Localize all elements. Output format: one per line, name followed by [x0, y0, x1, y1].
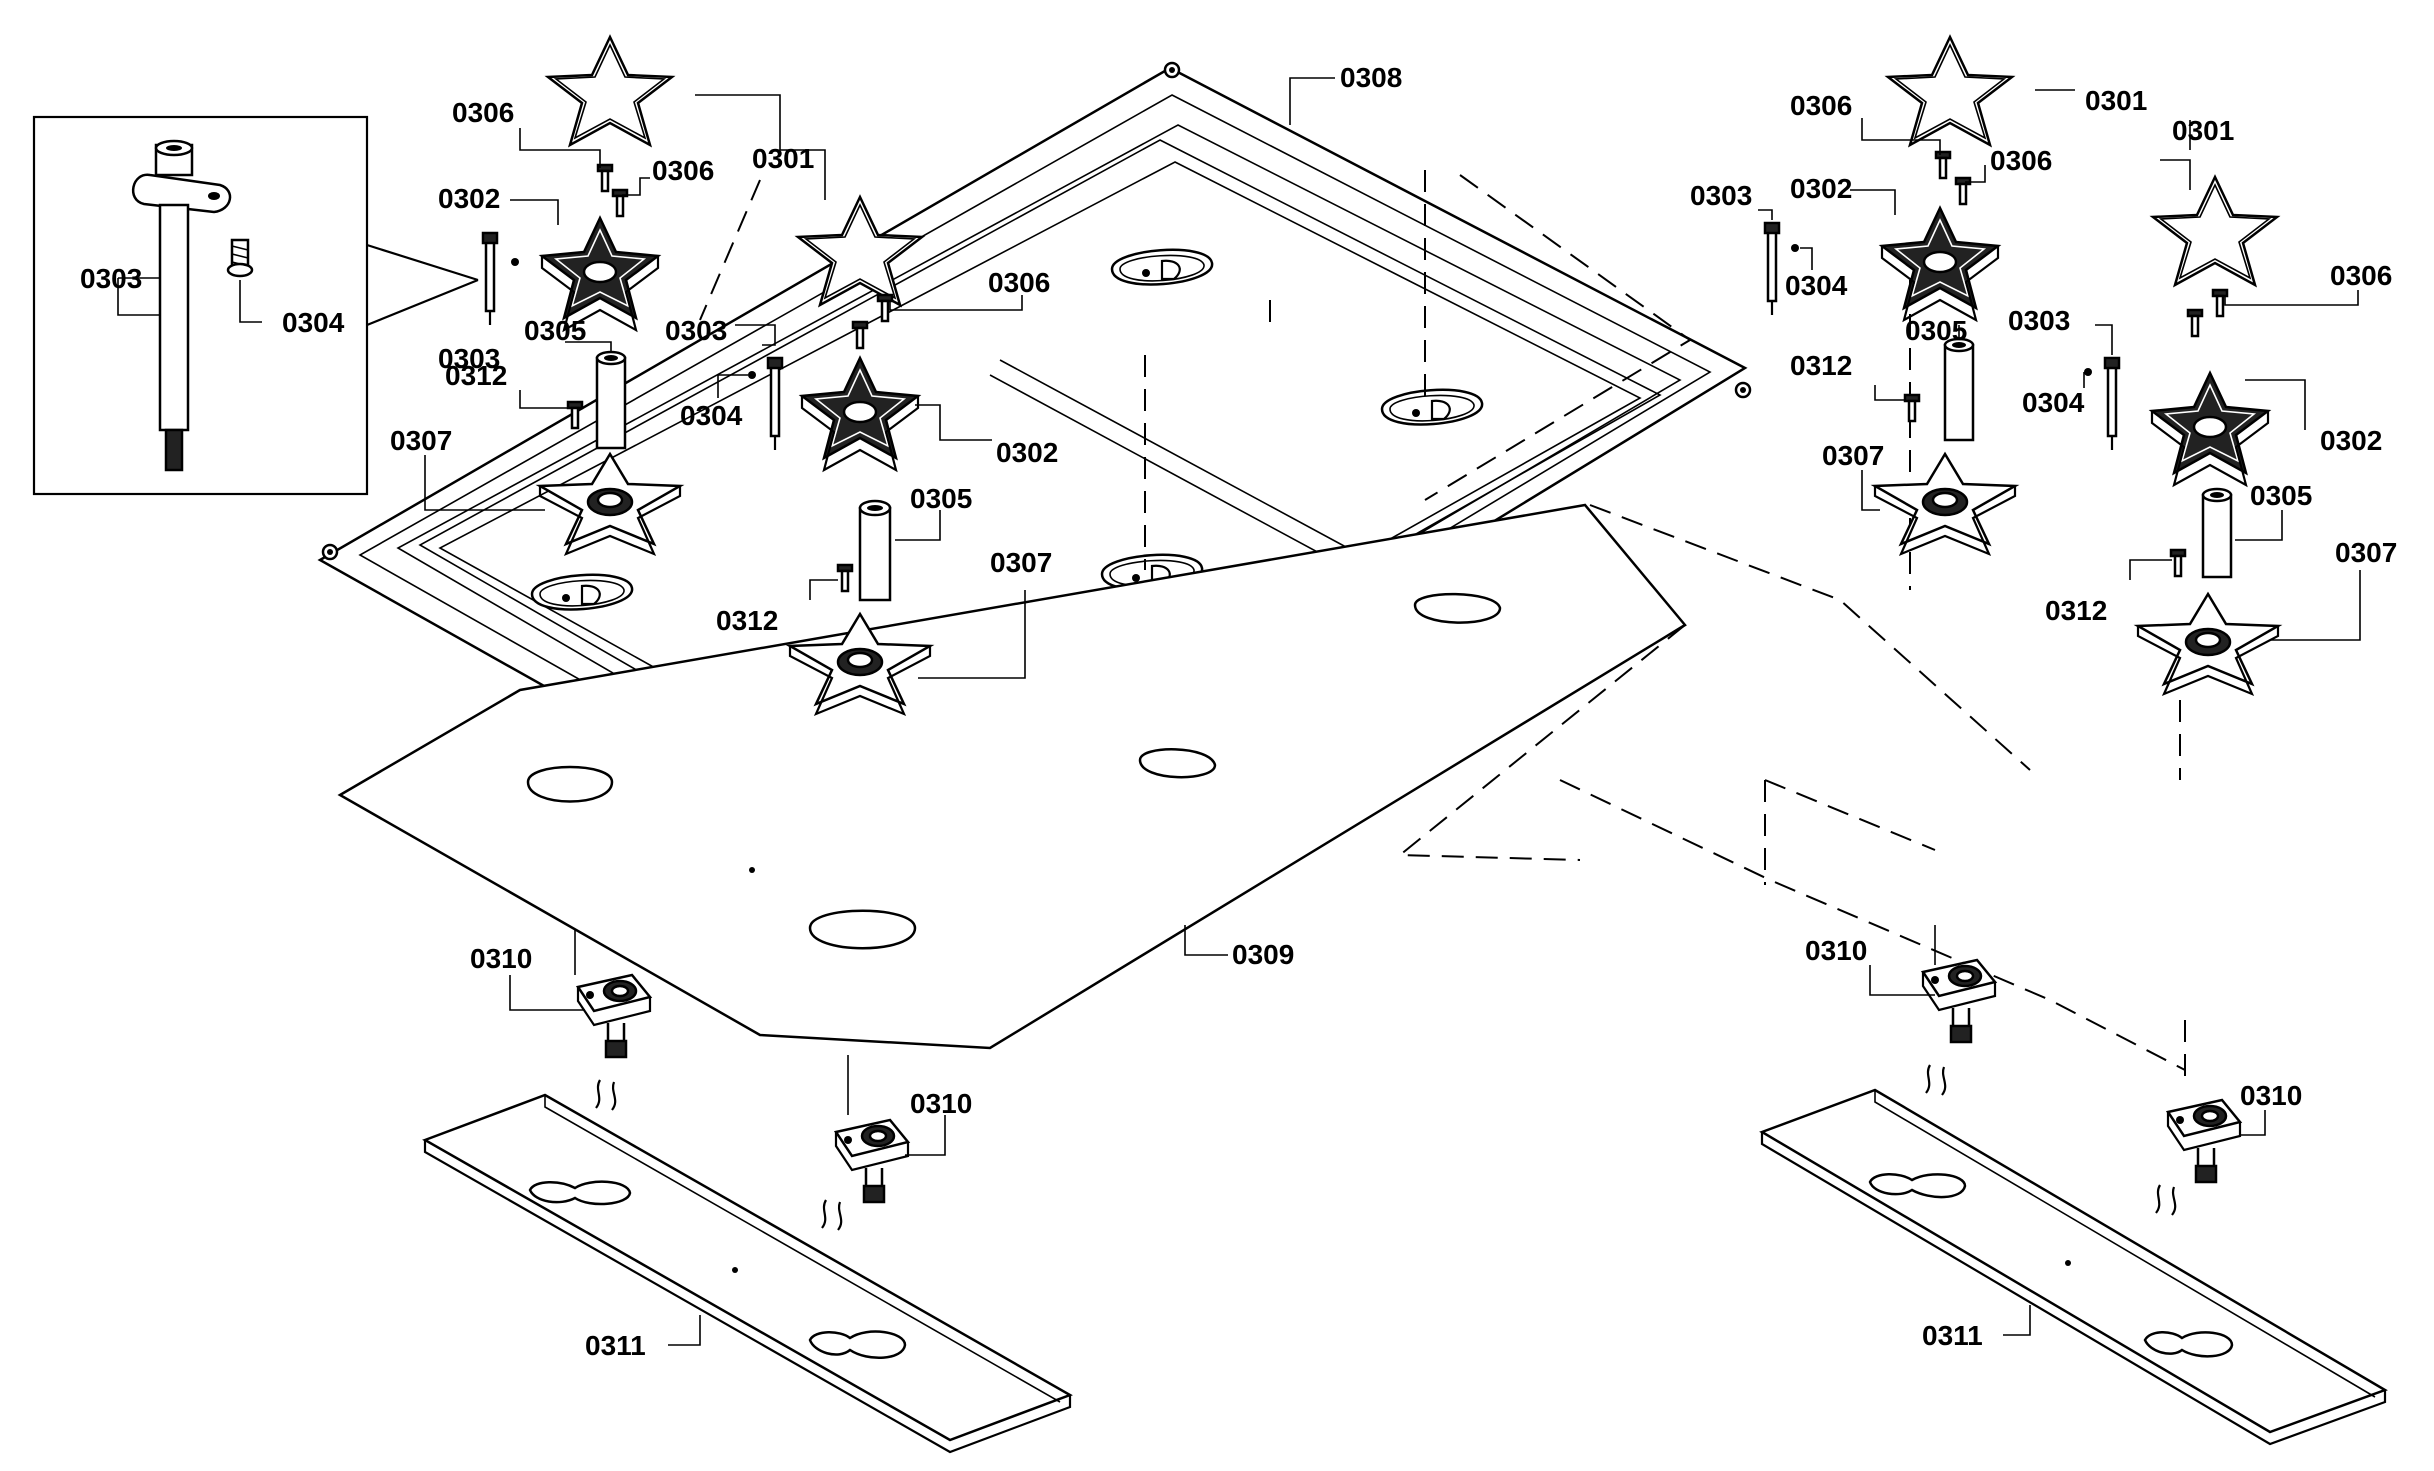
- right-tube-b: [2201, 487, 2233, 579]
- label-left-0304b: 0304: [680, 400, 743, 431]
- label-left-0312a: 0312: [445, 360, 507, 391]
- label-right-0307b: 0307: [2335, 537, 2397, 568]
- label-left-0302a: 0302: [438, 183, 500, 214]
- inset-frame: [32, 115, 369, 496]
- label-right-0304b: 0304: [2022, 387, 2085, 418]
- label-left-0305a: 0305: [524, 315, 586, 346]
- label-left-0311: 0311: [585, 1330, 646, 1361]
- label-left-0307b: 0307: [990, 547, 1052, 578]
- left-burner-group: 0301 0302 0302 0306 0306 0306 0303 0304: [390, 35, 1426, 716]
- right-valve-group: 0310 0310 0311: [1759, 925, 2388, 1446]
- label-left-0302b: 0302: [996, 437, 1058, 468]
- right-mounting-bar-0311: [1759, 1088, 2388, 1446]
- label-right-0305b: 0305: [2250, 480, 2312, 511]
- label-right-0303b: 0303: [2008, 305, 2070, 336]
- label-right-0301a: 0301: [2085, 85, 2147, 116]
- label-right-0306b: 0306: [1990, 145, 2052, 176]
- label-right-0302a: 0302: [1790, 173, 1852, 204]
- left-valve-group: 0310 0310 0311: [422, 930, 1073, 1454]
- right-burner-group: 0301 0301 0302 0302 0306 0306 0306 0303 …: [1397, 35, 2397, 1080]
- label-left-0312b: 0312: [716, 605, 778, 636]
- label-right-0310a: 0310: [1805, 935, 1867, 966]
- label-right-0310b: 0310: [2240, 1080, 2302, 1111]
- label-0309: 0309: [1232, 939, 1294, 970]
- label-0308: 0308: [1340, 62, 1402, 93]
- left-tube-a: [595, 350, 627, 450]
- label-right-0305a: 0305: [1905, 315, 1967, 346]
- label-left-0306c: 0306: [988, 267, 1050, 298]
- label-right-0301b: 0301: [2172, 115, 2234, 146]
- label-left-0310a: 0310: [470, 943, 532, 974]
- detail-inset: 0303 0304: [32, 115, 479, 496]
- label-right-0307a: 0307: [1822, 440, 1884, 471]
- label-right-0312a: 0312: [1790, 350, 1852, 381]
- left-tube-b: [858, 499, 892, 602]
- label-right-0302b: 0302: [2320, 425, 2382, 456]
- label-left-0306a: 0306: [452, 97, 514, 128]
- label-left-0305b: 0305: [910, 483, 972, 514]
- label-left-0310b: 0310: [910, 1088, 972, 1119]
- label-right-0306a: 0306: [1790, 90, 1852, 121]
- label-left-0307a: 0307: [390, 425, 452, 456]
- label-right-0304a: 0304: [1785, 270, 1848, 301]
- left-mounting-bar-0311: [422, 1093, 1073, 1454]
- inset-electrode: [131, 139, 232, 472]
- label-inset-0303: 0303: [80, 263, 142, 294]
- label-left-0301: 0301: [752, 143, 814, 174]
- label-right-0311: 0311: [1922, 1320, 1983, 1351]
- label-right-0306c: 0306: [2330, 260, 2392, 291]
- label-left-0303a: 0303: [438, 343, 500, 374]
- label-right-0312b: 0312: [2045, 595, 2107, 626]
- label-inset-0304: 0304: [282, 307, 345, 338]
- inset-screw: [226, 238, 254, 278]
- label-left-0303b: 0303: [665, 315, 727, 346]
- label-left-0306b: 0306: [652, 155, 714, 186]
- label-right-0303a: 0303: [1690, 180, 1752, 211]
- right-tube-a: [1943, 337, 1975, 442]
